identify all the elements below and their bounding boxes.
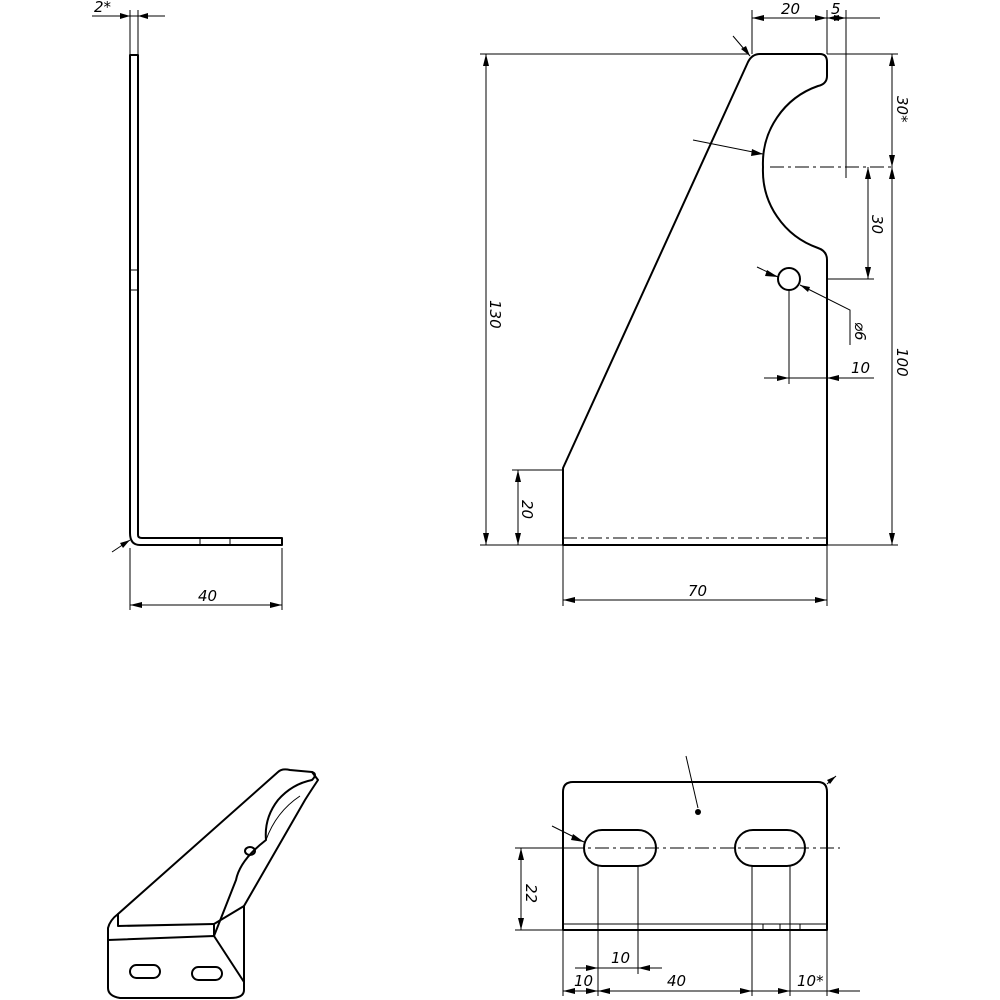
base-height-label: 20 bbox=[518, 500, 536, 519]
center-height-dimension: 100 bbox=[827, 167, 911, 546]
hole-offset-label: 10 bbox=[851, 359, 870, 377]
iso-slot-left bbox=[129, 964, 161, 979]
center-height-label: 100 bbox=[893, 348, 911, 377]
side-view-profile bbox=[129, 54, 283, 546]
isometric-view bbox=[107, 768, 319, 999]
bottom-view-outline bbox=[562, 781, 828, 931]
thickness-label: 2* bbox=[94, 0, 112, 16]
cutout-width-dimension: 20 5 bbox=[751, 0, 880, 178]
front-view-outline bbox=[562, 53, 828, 546]
mounting-hole bbox=[777, 267, 801, 291]
cutout-width-label: 20 bbox=[781, 0, 800, 18]
slot-width-dimension: 10 bbox=[575, 949, 662, 971]
slot-width-label: 10 bbox=[611, 949, 630, 967]
top-to-center-label: 30* bbox=[893, 96, 911, 123]
total-height-label: 130 bbox=[486, 300, 504, 329]
flange-length-dimension: 40 bbox=[129, 548, 283, 610]
edge-offset-label: 5 bbox=[831, 0, 841, 18]
slot-spacing-label: 40 bbox=[667, 972, 686, 990]
isometric-outline bbox=[107, 935, 245, 999]
iso-slot-right bbox=[191, 966, 223, 981]
total-height-dimension: 130 bbox=[480, 53, 748, 546]
cutout-radius-label: 30 bbox=[868, 215, 886, 234]
hole-offset-dimension: 10 bbox=[764, 290, 874, 384]
flange-length-label: 40 bbox=[198, 587, 217, 605]
slot-height-label: 22 bbox=[522, 884, 540, 903]
hole-diameter-label: ⌀6 bbox=[851, 322, 869, 341]
bottom-view: 22 10 10 40 10* bbox=[515, 755, 860, 996]
cutout-radius-dimension: 30 bbox=[827, 167, 886, 280]
base-width-label: 70 bbox=[688, 582, 707, 600]
right-margin-label: 10* bbox=[797, 972, 824, 990]
slot-height-dimension: 22 bbox=[515, 847, 584, 931]
thickness-dimension: 2* bbox=[92, 0, 165, 55]
left-margin-label: 10 bbox=[574, 972, 593, 990]
front-view: 20 5 130 20 bbox=[480, 0, 911, 606]
bottom-chain-dimension: 10 40 10* bbox=[563, 972, 860, 994]
iso-hole bbox=[244, 846, 256, 856]
top-to-center-dimension: 30* bbox=[827, 53, 911, 167]
base-height-dimension: 20 bbox=[512, 469, 563, 545]
side-view: 2* 40 bbox=[92, 0, 283, 610]
base-width-dimension: 70 bbox=[562, 545, 828, 606]
